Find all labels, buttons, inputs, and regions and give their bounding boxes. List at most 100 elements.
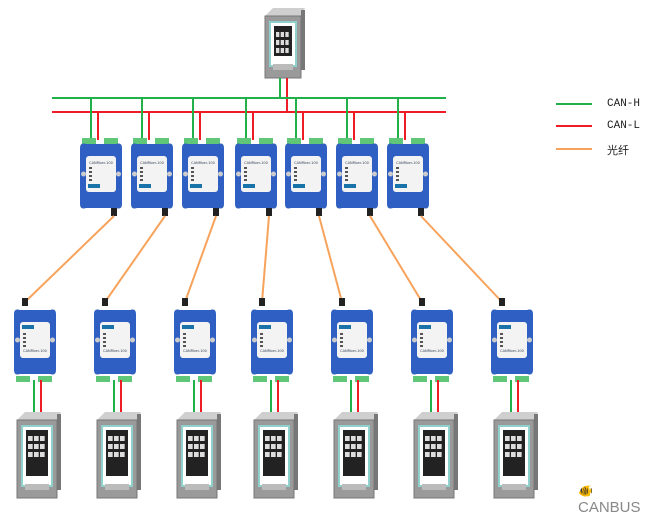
cabinet-key xyxy=(200,452,205,457)
device-model-text: CANFiber-100 xyxy=(183,349,207,353)
cabinet-key xyxy=(517,436,522,441)
led xyxy=(260,337,263,339)
cabinet-side xyxy=(534,414,538,490)
cabinet-top xyxy=(177,412,221,420)
cabinet-key xyxy=(265,444,270,449)
terminal-block xyxy=(413,376,427,382)
led xyxy=(340,341,343,343)
brand-logo xyxy=(419,325,431,329)
cabinet-key xyxy=(437,444,442,449)
fiber-port xyxy=(162,208,168,216)
cabinet-key xyxy=(431,452,436,457)
mount-screw xyxy=(252,337,257,343)
cabinet-base xyxy=(25,484,49,490)
mount-screw xyxy=(132,171,137,177)
cabinet-key xyxy=(188,444,193,449)
cabinet-key xyxy=(511,436,516,441)
cabinet-top xyxy=(414,412,458,420)
top-fiber-converter-3: CANFiber-100 xyxy=(182,138,224,209)
fiber-link xyxy=(261,215,270,303)
device-model-text: CANFiber-100 xyxy=(260,349,284,353)
mount-screw xyxy=(271,171,276,177)
terminal-block xyxy=(184,138,198,144)
mount-screw xyxy=(210,337,215,343)
led xyxy=(103,341,106,343)
led xyxy=(140,179,143,181)
cabinet-base xyxy=(342,484,366,490)
terminal-block xyxy=(287,138,301,144)
cabinet-side xyxy=(217,414,221,490)
led xyxy=(500,341,503,343)
bottom-fiber-converter-5: CANFiber-100 xyxy=(331,309,373,382)
device-label-panel xyxy=(291,156,321,192)
led xyxy=(140,175,143,177)
device-model-text: CANFiber-100 xyxy=(140,161,164,165)
led xyxy=(294,179,297,181)
terminal-block xyxy=(253,376,267,382)
fiber-link xyxy=(420,215,503,303)
terminal-block xyxy=(333,376,347,382)
led xyxy=(340,333,343,335)
cabinet-key xyxy=(271,452,276,457)
led xyxy=(345,175,348,177)
fiber-link xyxy=(24,215,115,303)
terminal-block xyxy=(259,138,273,144)
cabinet-key xyxy=(276,40,280,45)
led xyxy=(420,333,423,335)
terminal-block xyxy=(237,138,251,144)
cabinet-key xyxy=(28,436,33,441)
led xyxy=(396,171,399,173)
terminal-block xyxy=(389,138,403,144)
mount-screw xyxy=(423,171,428,177)
cabinet-key xyxy=(511,452,516,457)
brand-logo xyxy=(88,184,100,188)
fiber-port xyxy=(102,298,108,306)
brand-logo xyxy=(190,184,202,188)
fiber-link xyxy=(369,215,423,303)
cabinet-side xyxy=(57,414,61,490)
terminal-block xyxy=(435,376,449,382)
mount-screw xyxy=(332,337,337,343)
top-fiber-converter-6: CANFiber-100 xyxy=(336,138,378,209)
terminal-block xyxy=(198,376,212,382)
terminal-block xyxy=(104,138,118,144)
led xyxy=(103,345,106,347)
device-label-panel xyxy=(257,322,287,358)
fiber-port xyxy=(182,298,188,306)
led xyxy=(23,341,26,343)
led xyxy=(345,167,348,169)
cabinet-key xyxy=(34,436,39,441)
mount-screw xyxy=(492,337,497,343)
fiber-port xyxy=(339,298,345,306)
mount-screw xyxy=(130,337,135,343)
cabinet-key xyxy=(431,436,436,441)
mount-screw xyxy=(286,171,291,177)
led xyxy=(420,341,423,343)
device-model-text: CANFiber-100 xyxy=(500,349,524,353)
top-fiber-converter-4: CANFiber-100 xyxy=(235,138,277,209)
cabinet-key xyxy=(345,452,350,457)
cabinet-key xyxy=(425,452,430,457)
led xyxy=(420,345,423,347)
mount-screw xyxy=(388,171,393,177)
cabinet-base xyxy=(262,484,286,490)
terminal-block xyxy=(118,376,132,382)
terminal-block xyxy=(155,138,169,144)
cabinet-key xyxy=(265,452,270,457)
cabinet-key xyxy=(28,444,33,449)
terminal-block xyxy=(515,376,529,382)
cabinet-key xyxy=(108,444,113,449)
cabinet-key xyxy=(280,40,284,45)
mount-screw xyxy=(183,171,188,177)
cabinet-key xyxy=(271,436,276,441)
mount-screw xyxy=(287,337,292,343)
cabinet-key xyxy=(357,436,362,441)
cabinet-key xyxy=(351,444,356,449)
cabinet-key xyxy=(188,452,193,457)
device-model-text: CANFiber-100 xyxy=(23,349,47,353)
node-cabinet-2 xyxy=(96,412,141,499)
bottom-fiber-converter-3: CANFiber-100 xyxy=(174,309,216,382)
device-label-panel xyxy=(497,322,527,358)
cabinet-key xyxy=(108,452,113,457)
